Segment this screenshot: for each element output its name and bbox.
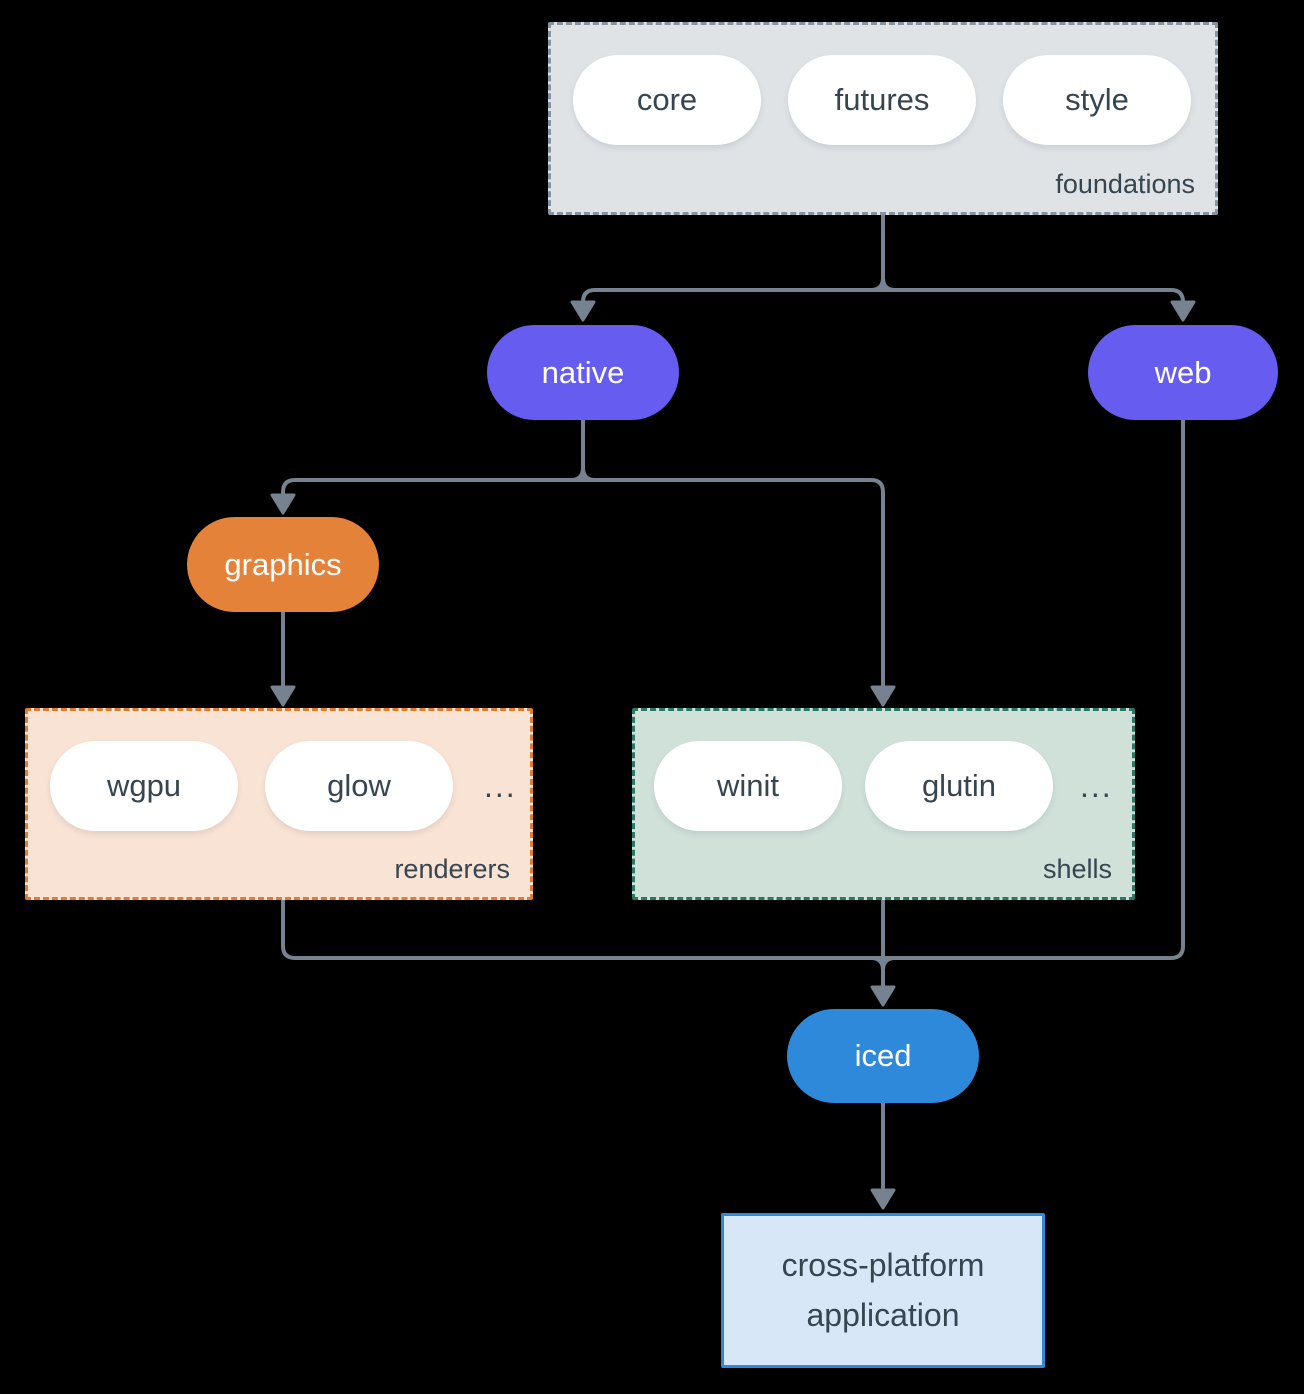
edge-merge-iced (281, 420, 1185, 1007)
arrowhead-native (570, 300, 596, 322)
pill-futures: futures (788, 55, 976, 145)
foundations-pill-row: core futures style (551, 25, 1215, 145)
web-node: web (1088, 325, 1278, 420)
edge-graphics-renderers (270, 612, 296, 707)
renderers-group: wgpu glow ... renderers (25, 708, 533, 900)
pill-glow: glow (265, 741, 453, 831)
edge-native-split (270, 420, 896, 707)
foundations-label: foundations (1055, 169, 1195, 199)
pill-style: style (1003, 55, 1191, 145)
renderers-pill-row: wgpu glow ... (28, 711, 530, 831)
arrowhead-application (870, 1188, 896, 1210)
edge-foundations-split (570, 215, 1196, 322)
renderers-label: renderers (394, 854, 510, 884)
foundations-group: core futures style foundations (548, 22, 1218, 215)
shells-group: winit glutin ... shells (632, 708, 1135, 900)
arrowhead-renderers (270, 685, 296, 707)
application-node: cross-platform application (721, 1213, 1045, 1368)
shells-pill-row: winit glutin ... (635, 711, 1132, 831)
shells-label: shells (1042, 854, 1112, 884)
arrowhead-iced (870, 985, 896, 1007)
iced-node: iced (787, 1009, 979, 1103)
arrowhead-web (1170, 300, 1196, 322)
pill-core: core (573, 55, 761, 145)
edge-iced-application (870, 1103, 896, 1210)
pill-wgpu: wgpu (50, 741, 238, 831)
shells-ellipsis: ... (1080, 767, 1113, 804)
pill-glutin: glutin (865, 741, 1053, 831)
pill-winit: winit (654, 741, 842, 831)
renderers-ellipsis: ... (484, 767, 517, 804)
arrowhead-shells (870, 685, 896, 707)
arrowhead-graphics (270, 493, 296, 515)
native-node: native (487, 325, 679, 420)
graphics-node: graphics (187, 517, 379, 612)
